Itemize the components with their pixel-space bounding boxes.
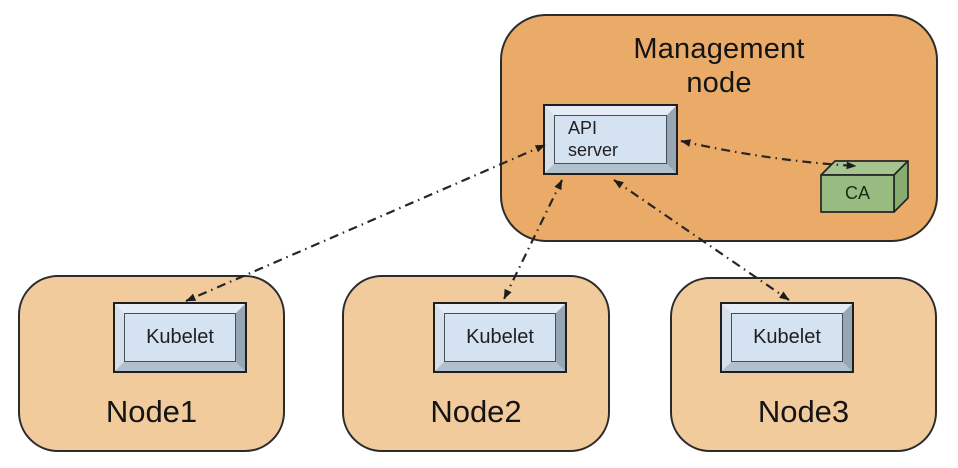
- api-server-box: API server: [543, 104, 678, 175]
- kubelet-bevel: [435, 304, 565, 371]
- node2-label: Node2: [430, 394, 522, 429]
- kubelet-bevel: [115, 304, 245, 371]
- node1-label: Node1: [105, 394, 198, 429]
- kubelet-face: Kubelet: [124, 313, 236, 362]
- management-node-label: Management node: [633, 33, 805, 100]
- kubelet-label-node1: Kubelet: [146, 326, 214, 348]
- kubelet-label-node3: Kubelet: [753, 326, 821, 348]
- kubelet-label-node2: Kubelet: [466, 326, 534, 348]
- ca-front-face: [820, 174, 895, 213]
- ca-box: CA: [818, 158, 912, 214]
- kubelet-bevel: [722, 304, 852, 371]
- node3-label: Node3: [757, 394, 850, 429]
- kubelet-face: Kubelet: [444, 313, 556, 362]
- api-server-bevel: [545, 106, 676, 173]
- kubelet-face: Kubelet: [731, 313, 843, 362]
- api-server-face: API server: [554, 115, 667, 164]
- kubelet-box-node2: Kubelet: [433, 302, 567, 373]
- kubelet-box-node1: Kubelet: [113, 302, 247, 373]
- ca-label: CA: [844, 183, 870, 203]
- kubelet-box-node3: Kubelet: [720, 302, 854, 373]
- api-server-label: API server: [568, 117, 619, 160]
